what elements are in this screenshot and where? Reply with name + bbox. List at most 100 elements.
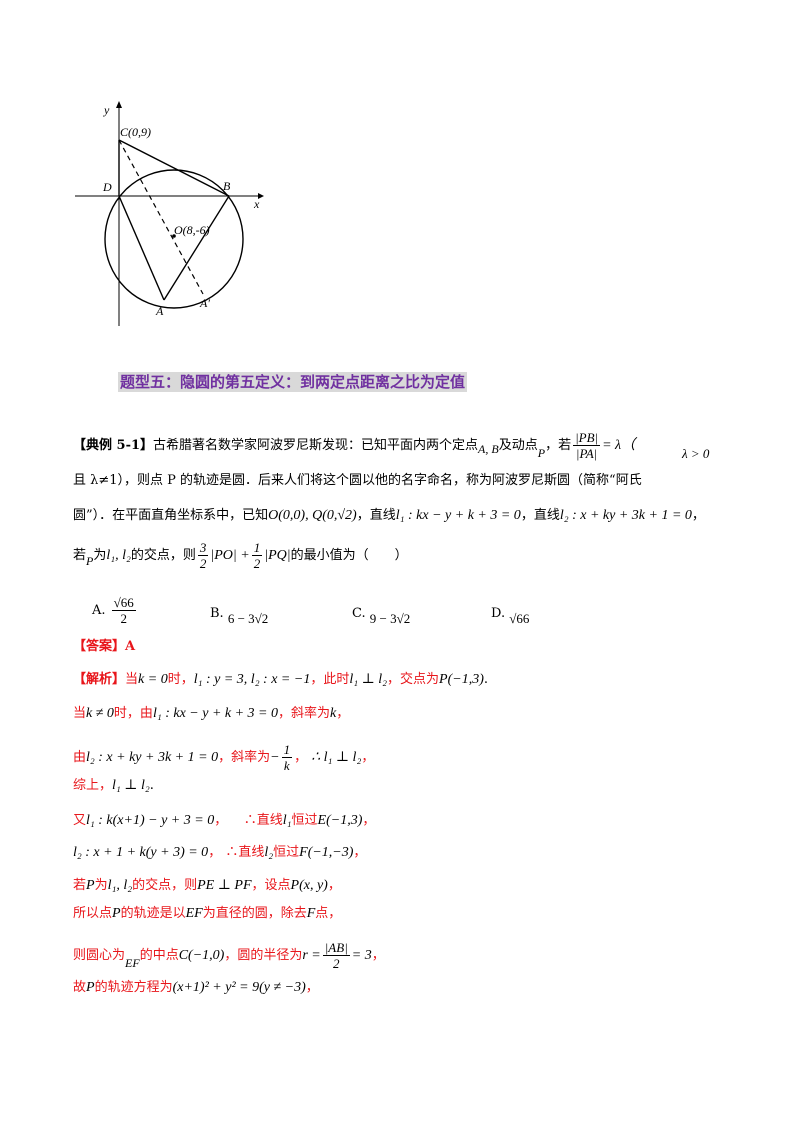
answer-value: A <box>125 639 136 654</box>
s8-4: 为直径的圆，除去 <box>202 906 307 921</box>
solution-line-10: 故P的轨迹方程为(x+1)² + y² = 9(y ≠ −3)， <box>73 978 319 998</box>
option-c[interactable]: C. 9 − 3√2 <box>352 604 410 629</box>
option-a-den: 2 <box>120 611 127 626</box>
s1-4: ，此时 <box>310 672 350 687</box>
segment-cb <box>118 139 230 197</box>
option-d-label: D. <box>491 606 506 621</box>
s10-3: (x+1)² + y² = 9(y ≠ −3) <box>172 980 306 995</box>
solution-line-4: 综上，l₁ ⊥ l₂. <box>73 776 154 796</box>
solution-line-8: 所以点P的轨迹是以EF为直径的圆，除去F点， <box>73 904 341 924</box>
label-o: O(8,-6) <box>174 223 210 237</box>
s9-a: 则圆心为 <box>73 948 126 963</box>
s5-4: l₁ <box>282 813 292 828</box>
ratio-num: |PB| <box>573 430 601 446</box>
s5-6: E(−1,3) <box>317 813 363 828</box>
s2-4: ，斜率为 <box>278 706 331 721</box>
s1-1: k = 0 <box>138 672 168 687</box>
s2-1: k ≠ 0 <box>86 706 114 721</box>
example-ab: A, B <box>478 442 499 456</box>
option-a-label: A. <box>92 603 106 618</box>
label-b: B <box>223 179 231 193</box>
s7-0: 若 <box>73 878 87 893</box>
s9-den: 2 <box>333 956 340 971</box>
s8-0: 所以点 <box>73 906 113 921</box>
s1-2: 时， <box>167 672 194 687</box>
y-axis-arrow <box>116 101 122 108</box>
example-line-1: 【典例 5-1】古希腊著名数学家阿波罗尼斯发现：已知平面内两个定点A, B及动点… <box>73 430 635 463</box>
s4-1: l₁ ⊥ l₂ <box>112 778 150 793</box>
solution-line-1: 【解析】当k = 0时，l₁ : y = 3, l₂ : x = −1，此时l₁… <box>73 670 488 690</box>
section-title: 题型五：隐圆的第五定义：到两定点距离之比为定值 <box>118 372 468 392</box>
s3-eq: l₂ : x + ky + 3k + 1 = 0 <box>86 750 219 765</box>
example-l2: l₂ : x + ky + 3k + 1 = 0 <box>559 508 692 523</box>
segment-ca-prime <box>118 139 204 295</box>
example-l1: l₁ : kx − y + k + 3 = 0 <box>395 508 521 523</box>
s7-5: PE ⊥ PF <box>197 878 252 893</box>
s7-1: P <box>86 878 95 893</box>
s3-pre: 由 <box>73 750 87 765</box>
label-y: y <box>103 103 110 117</box>
label-a: A <box>155 304 164 318</box>
s5-1: l₁ : k(x+1) − y + 3 = 0 <box>86 813 215 828</box>
s8-2: 的轨迹是以 <box>120 906 186 921</box>
s7-8: ， <box>327 878 341 893</box>
s8-5: F <box>306 906 316 921</box>
s2-6: ， <box>336 706 350 721</box>
s4-2: . <box>149 778 154 793</box>
s6-5: F(−1,−3) <box>299 845 354 860</box>
option-d[interactable]: D. √66 <box>491 604 529 629</box>
example-text-4a: 若 <box>73 548 87 563</box>
label-c: C(0,9) <box>120 125 151 139</box>
lambda-condition: λ > 0 <box>682 446 710 461</box>
s7-2: 为 <box>94 878 108 893</box>
example-text-4d: 的最小值为（ ） <box>290 548 408 563</box>
s1-5: l₁ ⊥ l₂ <box>349 672 388 687</box>
s10-2: 的轨迹方程为 <box>94 980 173 995</box>
s9-eq: = 3 <box>351 948 372 963</box>
option-b[interactable]: B. 6 − 3√2 <box>210 604 268 629</box>
s2-3: l₁ : kx − y + k + 3 = 0 <box>152 706 279 721</box>
solution-line-7: 若P为l₁, l₂的交点，则PE ⊥ PF，设点P(x, y)， <box>73 876 341 896</box>
s3-num: 1 <box>281 742 293 758</box>
example-l12: l₁, l₂ <box>106 548 131 563</box>
s2-2: 时，由 <box>113 706 153 721</box>
option-d-value: √66 <box>509 611 530 626</box>
answer-tag: 【答案】 <box>73 639 126 654</box>
s2-5: k <box>330 706 337 721</box>
s6-1: ， <box>208 845 222 860</box>
s3-mid: ，斜率为 <box>218 750 271 765</box>
ratio-eq: = λ（ <box>602 438 636 453</box>
s9-num: |AB| <box>322 940 350 956</box>
label-d: D <box>102 180 112 194</box>
s10-1: P <box>86 980 95 995</box>
frac1-den: 2 <box>199 556 207 571</box>
s6-0: l₂ : x + 1 + k(y + 3) = 0 <box>73 845 209 860</box>
s3-sign: − <box>270 750 280 765</box>
example-text-1c: ，若 <box>545 438 572 453</box>
ratio-fraction: |PB||PA| <box>573 430 601 461</box>
s9-ef: EF <box>125 956 140 970</box>
example-points: O(0,0), Q(0,√2) <box>268 508 357 523</box>
s6-3: l₂ <box>264 845 274 860</box>
s5-2: ， <box>214 813 228 828</box>
segment-da <box>118 195 165 301</box>
s3-concl-end: ， <box>361 750 375 765</box>
s1-6: ，交点为 <box>387 672 440 687</box>
s7-3: l₁, l₂ <box>107 878 133 893</box>
s6-2: ∴直线 <box>225 845 265 860</box>
s4-0: 综上， <box>73 778 113 793</box>
example-line-3: 圆”）．在平面直角坐标系中，已知O(0,0), Q(0,√2)，直线l₁ : k… <box>73 506 705 526</box>
s8-1: P <box>112 906 121 921</box>
example-p: P <box>537 446 546 460</box>
option-b-value: 6 − 3√2 <box>227 611 269 626</box>
s5-7: ， <box>362 813 376 828</box>
center-point <box>172 234 176 238</box>
s10-4: ， <box>305 980 319 995</box>
solution-line-5: 又l₁ : k(x+1) − y + 3 = 0， ∴直线l₁恒过E(−1,3)… <box>73 811 375 831</box>
s8-3: EF <box>185 906 203 921</box>
